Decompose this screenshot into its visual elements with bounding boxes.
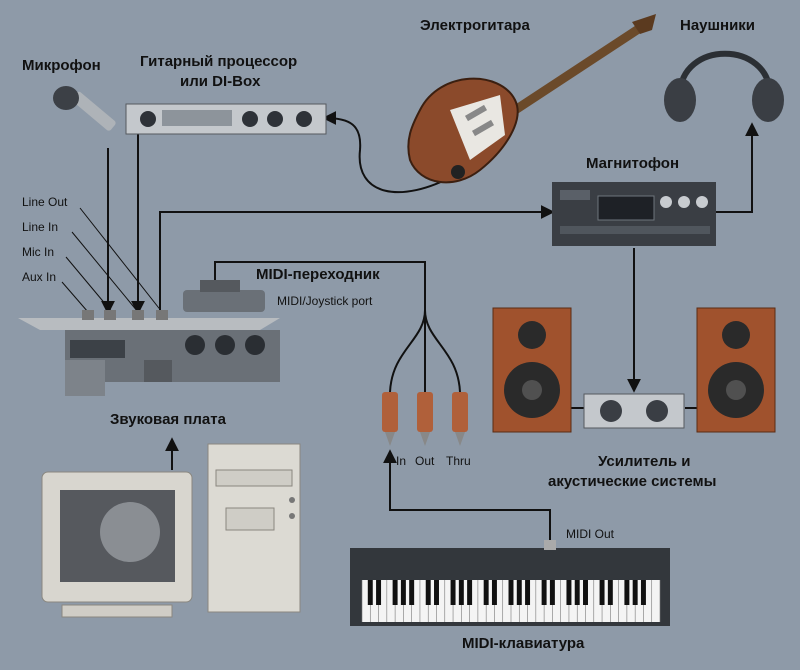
label-aux-in: Aux In: [22, 270, 56, 284]
black-key: [549, 580, 555, 605]
leader-line-in: [71, 231, 139, 313]
label-line-in: Line In: [22, 220, 58, 234]
connection-wires: [61, 111, 759, 545]
black-key: [607, 580, 613, 605]
black-key: [483, 580, 489, 605]
wire-line-out-to-recorder: [159, 205, 555, 312]
black-key: [640, 580, 646, 605]
label-midi-out: MIDI Out: [566, 527, 615, 541]
black-key: [458, 580, 464, 605]
label-guitar-processor-line2: или DI-Box: [180, 73, 261, 90]
label-midi-adapter: MIDI-переходник: [256, 266, 380, 283]
black-key: [425, 580, 431, 605]
black-key: [400, 580, 406, 605]
labels: Микрофон Гитарный процессор или DI-Box Э…: [22, 17, 755, 652]
black-key: [450, 580, 456, 605]
black-key: [624, 580, 630, 605]
leader-aux-in: [61, 281, 89, 313]
sound-card-icon: [18, 310, 280, 396]
black-key: [541, 580, 547, 605]
black-key: [516, 580, 522, 605]
black-key: [491, 580, 497, 605]
label-guitar-processor-line1: Гитарный процессор: [140, 53, 297, 70]
black-key: [508, 580, 514, 605]
wire-recorder-to-headphones: [716, 122, 759, 213]
wire-midi-branch-thru: [424, 309, 461, 393]
speaker-icon: [696, 307, 776, 433]
label-midi-keyboard: MIDI-клавиатура: [462, 635, 585, 652]
label-amplifier-line2: акустические системы: [548, 473, 716, 490]
leader-mic-in: [65, 256, 113, 313]
label-midi-thru: Thru: [446, 454, 471, 468]
wire-guitar-to-processor: [322, 111, 456, 194]
label-line-out: Line Out: [22, 195, 68, 209]
black-key: [574, 580, 580, 605]
label-electric-guitar: Электрогитара: [420, 17, 530, 34]
wire-midi-branch-in: [389, 309, 426, 393]
electric-guitar-icon: [407, 14, 656, 184]
label-midi-joystick-port: MIDI/Joystick port: [277, 294, 373, 308]
wire-midi-adapter: [214, 261, 426, 310]
midi-adapter-icon: [183, 280, 468, 446]
amplifier-icon: [583, 393, 685, 429]
black-key: [583, 580, 588, 605]
leader-line-out: [79, 207, 163, 313]
computer-monitor-icon: [41, 471, 193, 618]
label-sound-card: Звуковая плата: [110, 411, 227, 428]
label-tape-recorder: Магнитофон: [586, 155, 679, 172]
wire-keyboard-to-midi-in: [383, 449, 551, 545]
black-key: [409, 580, 415, 605]
black-key: [566, 580, 572, 605]
black-key: [376, 580, 382, 605]
midi-keyboard-icon: [350, 540, 670, 626]
computer-tower-icon: [207, 443, 301, 613]
black-key: [467, 580, 473, 605]
guitar-processor-icon: [125, 103, 327, 135]
tape-recorder-icon: [552, 182, 716, 246]
black-key: [632, 580, 638, 605]
speaker-icon: [492, 307, 572, 433]
black-key: [367, 580, 373, 605]
label-headphones: Наушники: [680, 17, 755, 34]
black-key: [525, 580, 531, 605]
black-key: [434, 580, 439, 605]
label-midi-out-port: Out: [415, 454, 435, 468]
black-key: [599, 580, 605, 605]
label-midi-in: In: [396, 454, 406, 468]
label-mic-in: Mic In: [22, 245, 54, 259]
black-key: [392, 580, 398, 605]
microphone-icon: [53, 86, 116, 131]
headphones-icon: [664, 50, 784, 122]
label-amplifier-line1: Усилитель и: [598, 453, 691, 470]
label-microphone: Микрофон: [22, 57, 101, 74]
